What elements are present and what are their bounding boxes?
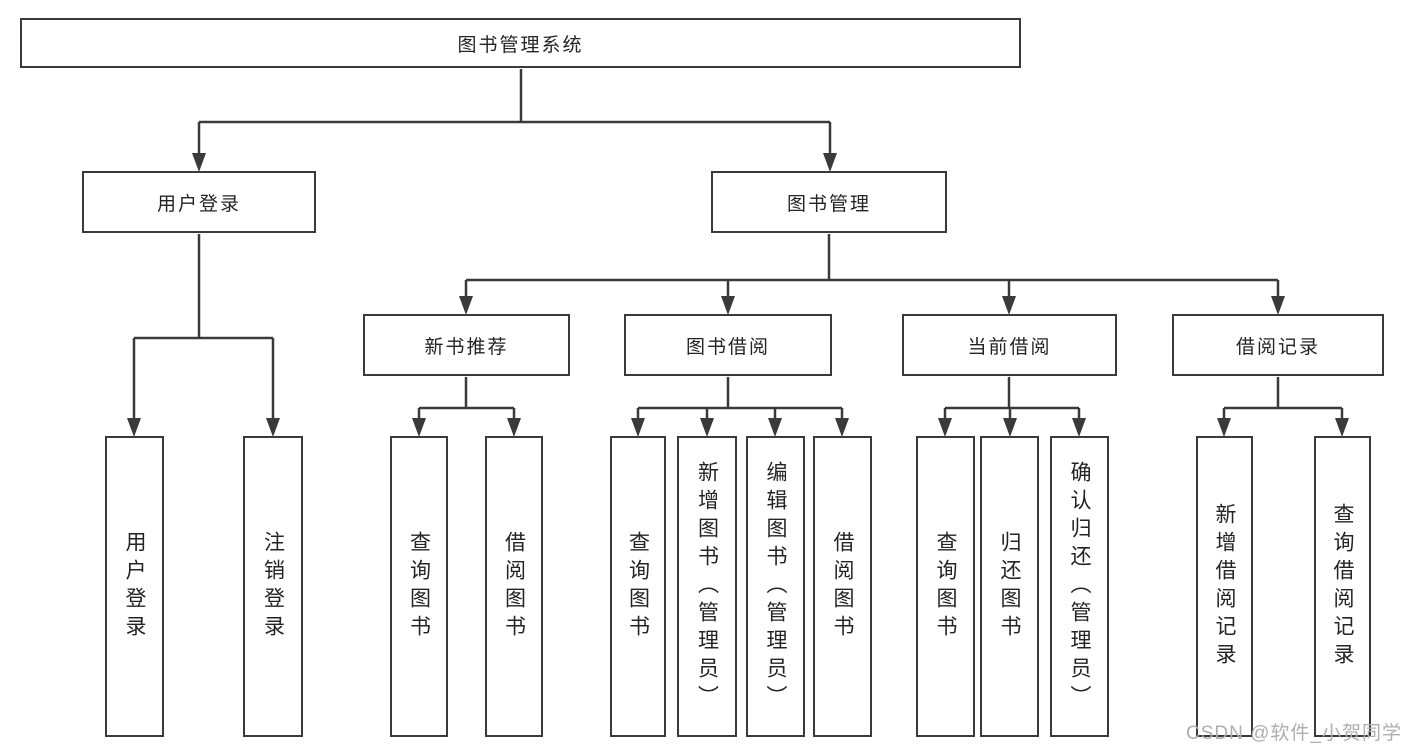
leaf-logout-login: 注销登录 — [243, 436, 303, 737]
leaf-confirm-return-admin: 确认归还（管理员） — [1050, 436, 1109, 737]
leaf-label: 新增图书（管理员） — [695, 460, 719, 713]
leaf-borrow-book: 借阅图书 — [813, 436, 872, 737]
leaf-query-book-current: 查询图书 — [916, 436, 975, 737]
leaf-label: 查询图书 — [407, 530, 431, 643]
leaf-user-login: 用户登录 — [105, 436, 164, 737]
leaf-return-book: 归还图书 — [980, 436, 1039, 737]
leaf-label: 查询图书 — [934, 530, 957, 643]
node-library-system: 图书管理系统 — [20, 18, 1021, 68]
leaf-label: 查询借阅记录 — [1331, 502, 1354, 671]
leaf-label: 新增借阅记录 — [1213, 502, 1236, 671]
node-user-login: 用户登录 — [82, 171, 316, 233]
leaf-label: 确认归还（管理员） — [1068, 460, 1091, 713]
leaf-label: 用户登录 — [123, 530, 146, 643]
node-borrow-record: 借阅记录 — [1172, 314, 1384, 376]
leaf-edit-book-admin: 编辑图书（管理员） — [746, 436, 805, 737]
leaf-label: 借阅图书 — [502, 530, 526, 643]
leaf-label: 借阅图书 — [831, 530, 854, 643]
leaf-label: 编辑图书（管理员） — [764, 460, 787, 713]
leaf-borrow-book-recommend: 借阅图书 — [485, 436, 543, 737]
node-current-borrow: 当前借阅 — [902, 314, 1117, 376]
leaf-add-book-admin: 新增图书（管理员） — [677, 436, 737, 737]
node-new-book-recommend: 新书推荐 — [363, 314, 570, 376]
csdn-watermark: CSDN @软件_小贺同学 — [1186, 723, 1402, 744]
leaf-label: 查询图书 — [626, 530, 650, 643]
leaf-query-book-recommend: 查询图书 — [390, 436, 448, 737]
arrowheads — [127, 153, 1349, 437]
node-book-management: 图书管理 — [711, 171, 947, 233]
leaf-query-borrow-record: 查询借阅记录 — [1314, 436, 1371, 737]
leaf-label: 注销登录 — [261, 530, 285, 643]
leaf-label: 归还图书 — [998, 530, 1021, 643]
node-book-borrow: 图书借阅 — [624, 314, 832, 376]
leaf-query-book-borrow: 查询图书 — [610, 436, 666, 737]
leaf-add-borrow-record: 新增借阅记录 — [1196, 436, 1253, 737]
